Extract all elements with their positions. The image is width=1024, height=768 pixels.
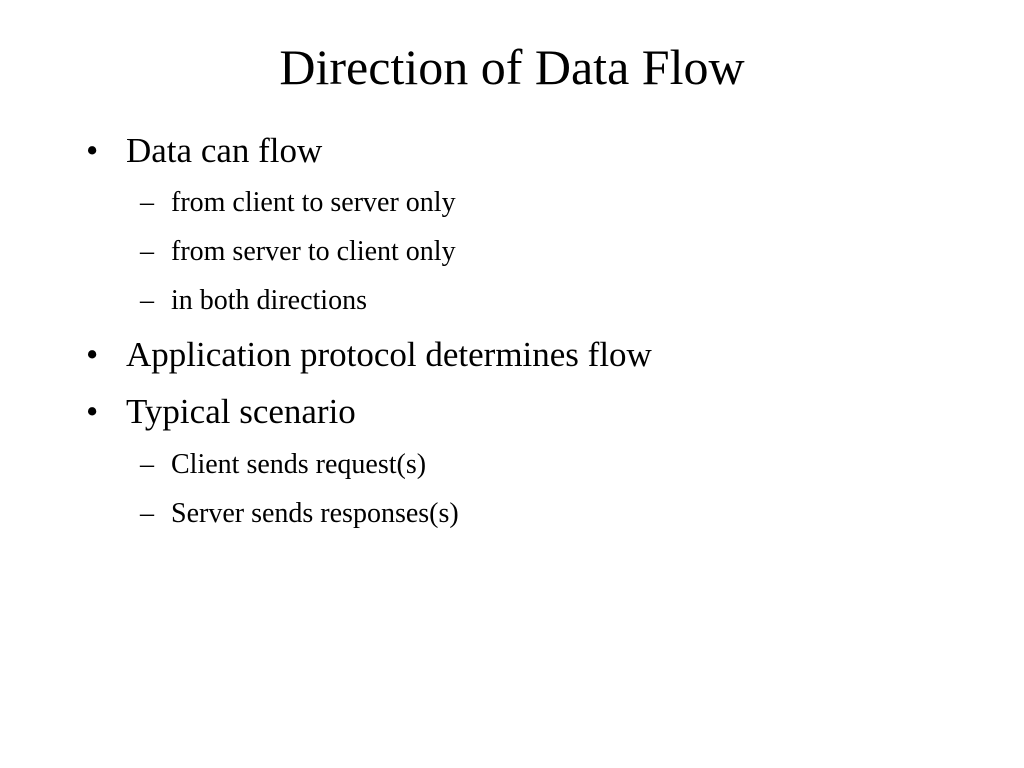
bullet-icon: • — [86, 335, 99, 374]
bullet-text: Data can flow — [126, 131, 323, 170]
sub-bullet-text: Client sends request(s) — [171, 449, 427, 480]
bullet-text: Application protocol determines flow — [126, 335, 652, 374]
dash-icon: – — [140, 285, 154, 316]
dash-icon: – — [140, 236, 154, 267]
bullet-icon: • — [86, 392, 99, 431]
dash-icon: – — [140, 498, 154, 529]
dash-icon: – — [140, 449, 154, 480]
sub-bullet-text: from server to client only — [171, 236, 456, 267]
dash-icon: – — [140, 187, 154, 218]
sub-bullet-text: Server sends responses(s) — [171, 498, 459, 529]
sub-bullet-text: from client to server only — [171, 187, 456, 218]
slide-title: Direction of Data Flow — [279, 39, 745, 95]
bullet-icon: • — [86, 131, 99, 170]
sub-bullet-text: in both directions — [171, 285, 367, 316]
bullet-text: Typical scenario — [126, 392, 356, 431]
